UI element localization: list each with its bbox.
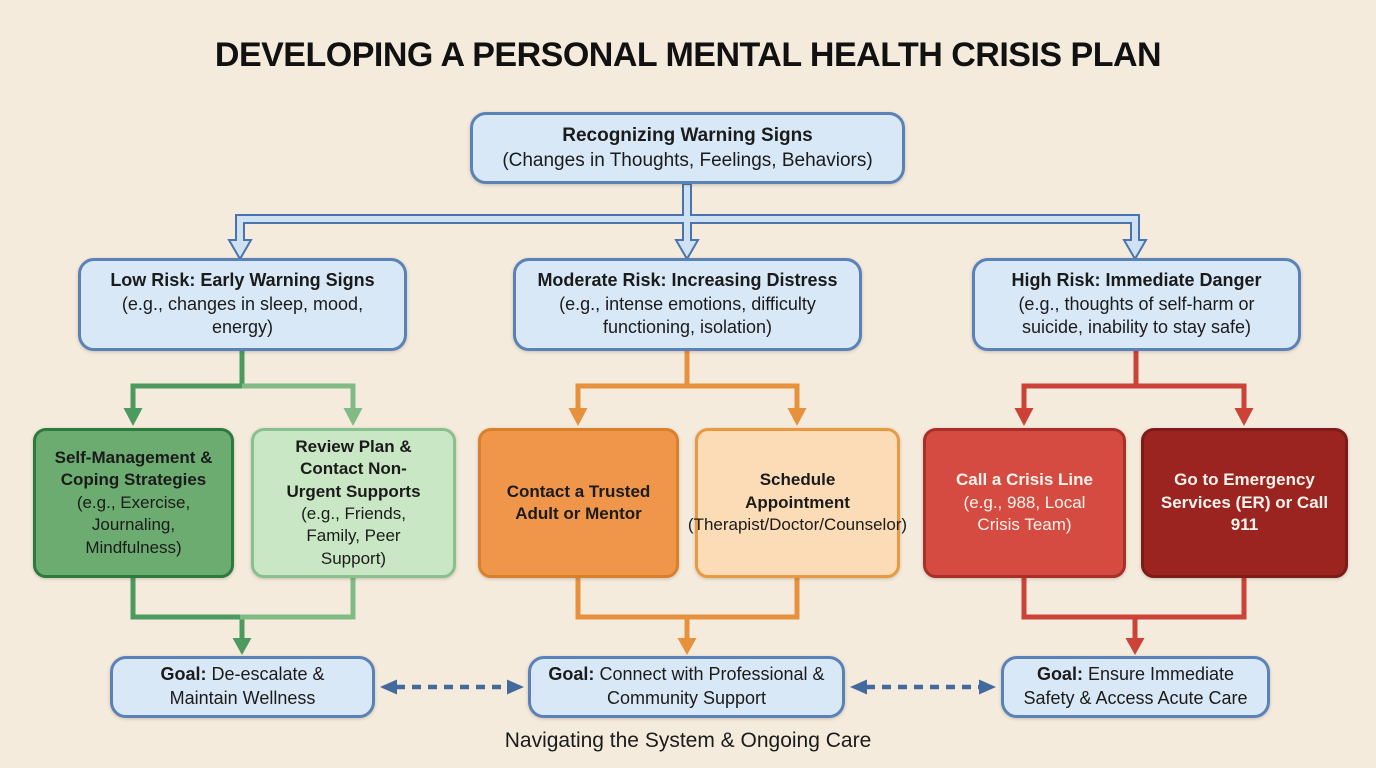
action-title: Contact a Trusted Adult or Mentor	[506, 481, 651, 523]
risk-node-moderate-title: Moderate Risk: Increasing Distress	[537, 269, 838, 290]
dashed-arrow-goal1-goal2	[380, 679, 524, 695]
action-node-self-management: Self-Management & Coping Strategies (e.g…	[33, 428, 234, 578]
action-node-emergency-services: Go to Emergency Services (ER) or Call 91…	[1141, 428, 1348, 578]
action-node-schedule-appointment: Schedule Appointment (Therapist/Doctor/C…	[688, 428, 907, 578]
goal-body: Ensure Immediate Safety & Access Acute C…	[1023, 664, 1248, 708]
root-node-subtitle: (Changes in Thoughts, Feelings, Behavior…	[502, 150, 873, 171]
risk-node-moderate: Moderate Risk: Increasing Distress (e.g.…	[513, 258, 862, 351]
goal-node-connect-support: Goal: Connect with Professional & Commun…	[528, 656, 845, 718]
action-title: Call a Crisis Line	[956, 470, 1093, 490]
dashed-arrow-goal2-goal3	[850, 679, 996, 695]
goal-text: Goal: Ensure Immediate Safety & Access A…	[1016, 663, 1255, 711]
risk-node-low-title: Low Risk: Early Warning Signs	[110, 269, 375, 290]
risk-node-high: High Risk: Immediate Danger (e.g., thoug…	[972, 258, 1301, 351]
page-title: DEVELOPING A PERSONAL MENTAL HEALTH CRIS…	[214, 36, 1162, 74]
footer-caption: Navigating the System & Ongoing Care	[504, 729, 872, 752]
goal-label: Goal:	[160, 664, 207, 685]
action-title: Self-Management & Coping Strategies	[54, 447, 213, 490]
action-node-contact-trusted-adult: Contact a Trusted Adult or Mentor	[478, 428, 679, 578]
action-title: Schedule Appointment	[745, 470, 850, 512]
goal-body: De-escalate & Maintain Wellness	[169, 664, 325, 708]
root-node-title: Recognizing Warning Signs	[562, 124, 813, 146]
goal-text: Goal: Connect with Professional & Commun…	[543, 663, 830, 711]
action-subtitle: (Therapist/Doctor/Counselor)	[687, 515, 908, 535]
goal-node-ensure-safety: Goal: Ensure Immediate Safety & Access A…	[1001, 656, 1270, 718]
goal-label: Goal:	[1036, 664, 1083, 685]
action-subtitle: (e.g., 988, Local Crisis Team)	[963, 492, 1086, 535]
action-node-call-crisis-line: Call a Crisis Line (e.g., 988, Local Cri…	[923, 428, 1126, 578]
action-title: Review Plan & Contact Non-Urgent Support…	[286, 436, 421, 501]
connector-root-to-risks	[227, 183, 1148, 261]
goal-label: Goal:	[548, 664, 595, 685]
risk-node-high-title: High Risk: Immediate Danger	[1011, 269, 1262, 290]
goal-node-deescalate: Goal: De-escalate & Maintain Wellness	[110, 656, 375, 718]
risk-node-low-subtitle: (e.g., changes in sleep, mood, energy)	[121, 293, 364, 338]
action-subtitle: (e.g., Exercise, Journaling, Mindfulness…	[76, 492, 191, 557]
goal-body: Connect with Professional & Community Su…	[599, 664, 825, 708]
risk-node-high-subtitle: (e.g., thoughts of self-harm or suicide,…	[1018, 293, 1255, 338]
action-title: Go to Emergency Services (ER) or Call 91…	[1160, 470, 1329, 535]
risk-node-low: Low Risk: Early Warning Signs (e.g., cha…	[78, 258, 407, 351]
action-node-review-plan: Review Plan & Contact Non-Urgent Support…	[251, 428, 456, 578]
root-node-recognizing-warning-signs: Recognizing Warning Signs (Changes in Th…	[470, 112, 905, 184]
action-subtitle: (e.g., Friends, Family, Peer Support)	[301, 504, 406, 568]
goal-text: Goal: De-escalate & Maintain Wellness	[125, 663, 360, 711]
risk-node-moderate-subtitle: (e.g., intense emotions, difficulty func…	[559, 293, 816, 338]
